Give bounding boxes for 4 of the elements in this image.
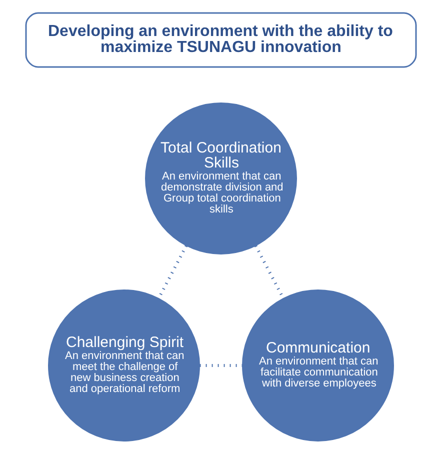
node-circle: Communication An environment that can facilitate communication with diverse employees <box>242 289 394 441</box>
node-circle: Total Coordination Skills An environment that can demonstrate division and Group total coordination skills <box>144 102 296 254</box>
node-box: Developing an environment with the ability to maximize TSUNAGU innovation <box>24 12 416 68</box>
node-circle: Challenging Spirit An environment that can meet the challenge of new business creation and operational reform <box>48 289 200 441</box>
